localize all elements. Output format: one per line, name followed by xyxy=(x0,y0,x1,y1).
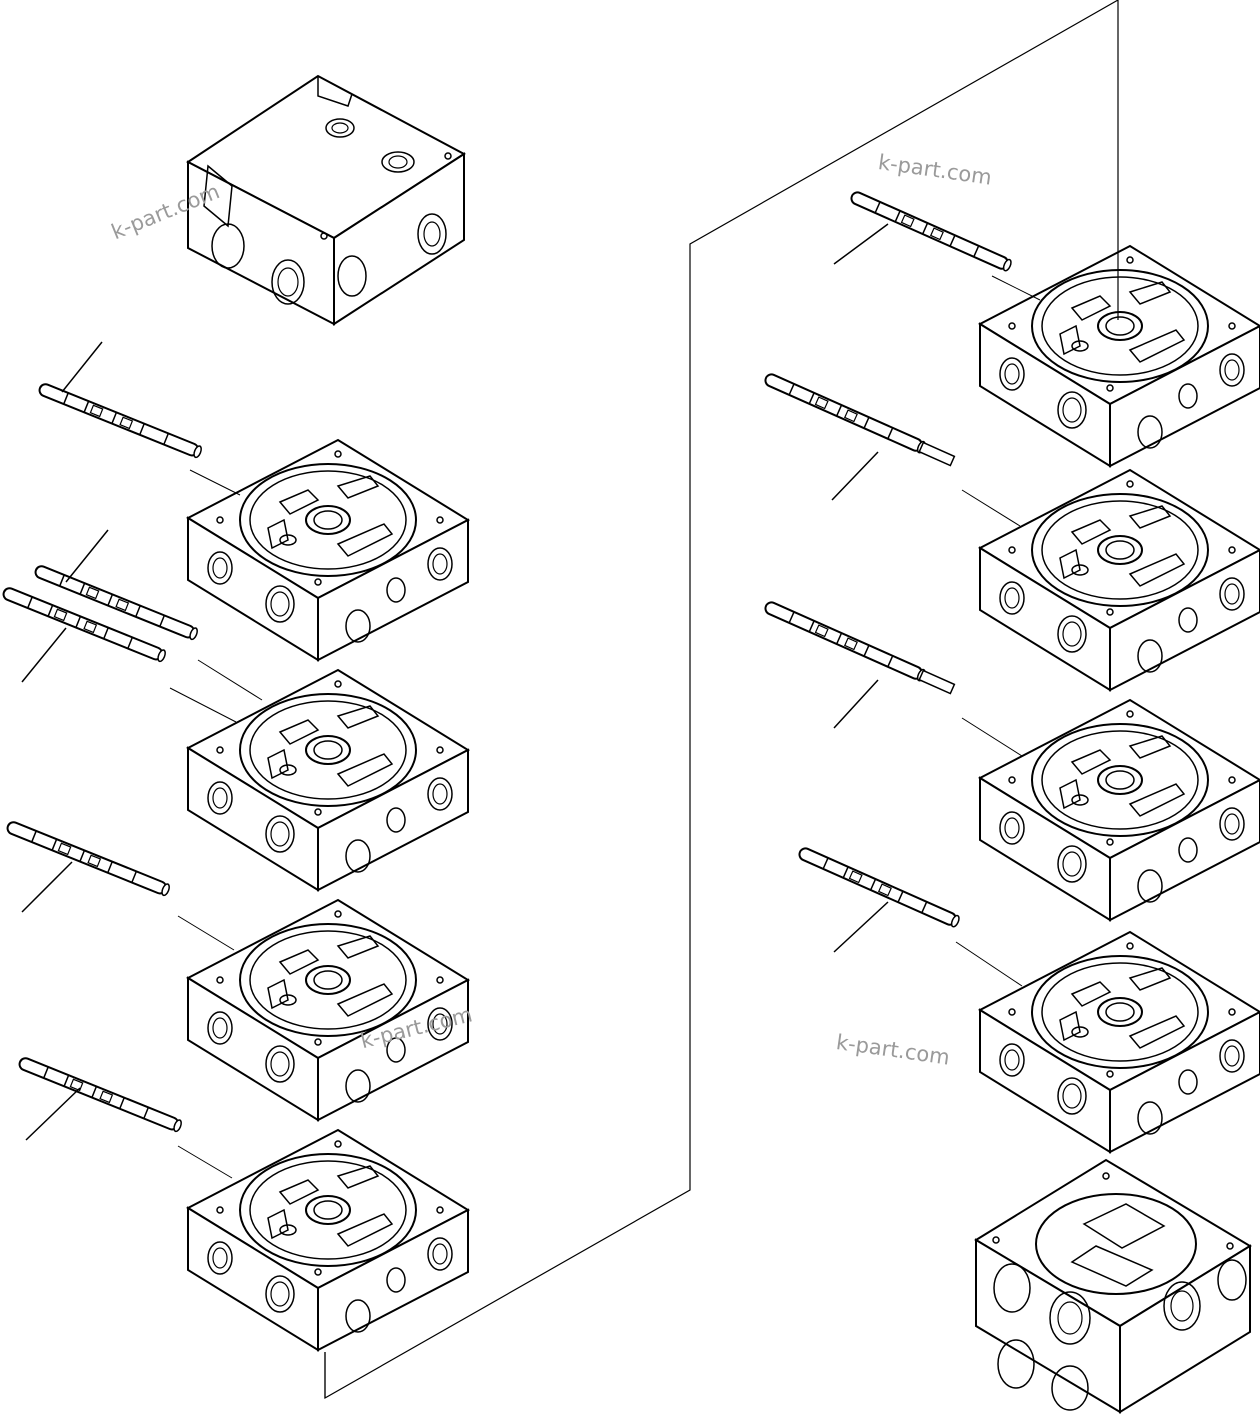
valve-section-1 xyxy=(187,439,469,661)
spool-f-leader xyxy=(832,452,878,500)
spool-c-centerline xyxy=(178,916,234,950)
end-block xyxy=(976,1160,1250,1412)
spool-h-centerline xyxy=(956,942,1022,986)
spool-g-centerline xyxy=(962,718,1022,756)
valve-section-4 xyxy=(187,1129,469,1351)
spool-b-lower xyxy=(0,585,168,664)
valve-section-6 xyxy=(979,469,1260,691)
spool-h xyxy=(796,845,962,929)
spool-h-leader xyxy=(834,902,888,952)
spool-g-leader xyxy=(834,680,878,728)
spool-b-upper-leader xyxy=(66,530,108,582)
spool-e-leader xyxy=(834,224,888,264)
valve-section-7 xyxy=(979,699,1260,921)
spool-a xyxy=(36,381,204,460)
spool-b-upper xyxy=(32,563,200,642)
spool-f xyxy=(762,371,955,467)
spool-a-centerline xyxy=(190,470,240,495)
spool-f-centerline xyxy=(962,490,1020,526)
spool-b-lower-leader xyxy=(22,628,66,682)
spool-b-centerline-2 xyxy=(170,688,236,722)
spool-e-centerline xyxy=(992,276,1040,300)
spool-a-leader xyxy=(62,342,102,392)
spool-g xyxy=(762,599,955,695)
valve-section-3 xyxy=(187,899,469,1121)
valve-section-8 xyxy=(979,931,1260,1153)
spool-c-leader xyxy=(22,862,72,912)
cover-block xyxy=(188,76,464,324)
spool-d-centerline xyxy=(178,1146,232,1178)
valve-section-2 xyxy=(187,669,469,891)
spool-c xyxy=(4,819,172,898)
spool-e xyxy=(848,189,1014,273)
spool-b-centerline xyxy=(198,660,262,700)
spool-d-leader xyxy=(26,1088,80,1140)
spool-d xyxy=(16,1055,184,1134)
valve-section-5 xyxy=(979,245,1260,467)
